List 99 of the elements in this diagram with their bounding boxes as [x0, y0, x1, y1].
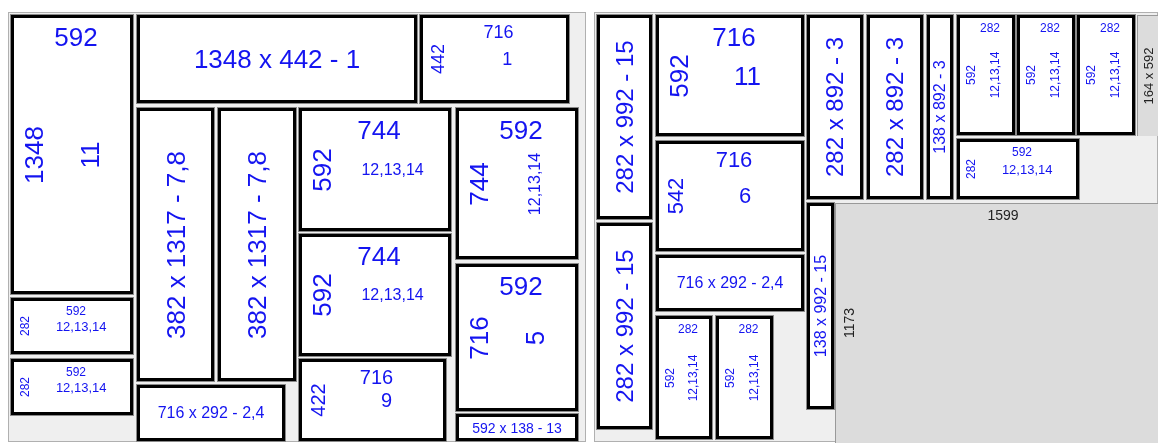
sheet	[594, 12, 1158, 442]
dimension-label: 592	[308, 147, 335, 192]
dimension-label: 592	[499, 272, 543, 299]
dimension-label: 1348	[20, 125, 47, 184]
piece-label: 716 x 292 - 2,4	[157, 405, 265, 421]
piece-label: 282 x 992 - 15	[612, 40, 637, 194]
panel-piece	[137, 385, 285, 441]
panel-piece	[927, 15, 953, 199]
dimension-label: 282	[738, 323, 759, 336]
part-number: 12,13,14	[55, 319, 107, 333]
part-number: 12,13,14	[687, 354, 700, 401]
panel-piece	[656, 15, 804, 136]
dimension-label: 592	[66, 305, 86, 318]
panel-piece	[597, 223, 652, 429]
panel-piece	[957, 139, 1079, 199]
part-number: 12,13,14	[1109, 51, 1122, 99]
panel-piece	[807, 203, 834, 409]
dimension-label: 592	[724, 367, 737, 388]
panel-piece	[656, 141, 804, 251]
part-number: 12,13,14	[989, 51, 1002, 99]
panel-piece	[218, 108, 296, 381]
part-number: 1	[502, 50, 513, 68]
dimension-label: 744	[465, 161, 492, 206]
dimension-label: 592	[66, 366, 86, 379]
panel-piece	[456, 414, 578, 441]
part-number: 12,13,14	[361, 161, 424, 178]
sheet	[8, 12, 586, 442]
piece-label: 282 x 892 - 3	[883, 36, 907, 178]
dimension-label: 592	[664, 367, 677, 388]
piece-label: 592 x 138 - 13	[472, 420, 562, 435]
piece-label: 1348 x 442 - 1	[193, 46, 361, 72]
part-number: 12,13,14	[1049, 51, 1062, 99]
part-number: 12,13,14	[747, 354, 760, 401]
part-number: 11	[734, 62, 762, 89]
dimension-label: 542	[665, 177, 688, 215]
panel-piece	[299, 108, 451, 231]
part-number: 6	[739, 185, 752, 207]
panel-piece	[597, 15, 652, 219]
part-number: 12,13,14	[1001, 162, 1053, 176]
panel-piece	[867, 15, 923, 199]
panel-piece	[957, 15, 1015, 135]
dimension-label: 716	[483, 22, 514, 41]
part-number: 12,13,14	[361, 287, 424, 303]
part-number: 12,13,14	[55, 380, 107, 394]
piece-label: 282 x 992 - 15	[612, 249, 637, 403]
dimension-label: 442	[428, 44, 447, 74]
panel-piece	[656, 316, 712, 439]
dimension-label: 282	[19, 316, 32, 336]
dimension-label: 592	[499, 116, 543, 143]
dimension-label: 716	[715, 149, 753, 172]
panel-piece	[807, 15, 863, 199]
piece-label: 138 x 892 - 3	[932, 60, 948, 154]
part-number: 5	[521, 330, 548, 345]
dimension-label: 592	[308, 273, 335, 317]
panel-piece	[656, 255, 804, 311]
panel-piece	[420, 15, 569, 103]
panel-piece	[456, 264, 578, 411]
dimension-label: 592	[54, 23, 98, 50]
dimension-label: 744	[357, 116, 401, 143]
panel-piece	[716, 316, 773, 439]
part-number: 9	[380, 390, 393, 410]
piece-label: 282 x 892 - 3	[823, 36, 847, 178]
dimension-label: 282	[1040, 22, 1060, 35]
dimension-label: 592	[1025, 65, 1038, 85]
panel-piece	[1077, 15, 1135, 135]
dimension-label: 592	[665, 53, 692, 98]
dimension-label: 282	[1100, 22, 1120, 35]
piece-label: 382 x 1317 - 7,8	[244, 150, 270, 339]
dimension-label: 1599	[987, 208, 1019, 223]
panel-piece	[137, 108, 214, 381]
dimension-label: 282	[19, 377, 32, 397]
panel-piece	[11, 298, 133, 354]
dimension-label: 282	[980, 22, 1000, 35]
panel-piece	[1017, 15, 1075, 135]
dimension-label: 422	[308, 383, 328, 417]
panel-piece	[11, 15, 133, 294]
part-number: 12,13,14	[526, 152, 543, 215]
offcut-area	[1137, 15, 1158, 136]
dimension-label: 716	[359, 367, 394, 387]
dimension-label: 1173	[842, 307, 857, 339]
panel-piece	[456, 108, 578, 259]
dimension-label: 592	[965, 65, 978, 85]
panel-piece	[11, 359, 133, 415]
piece-label: 164 x 592	[1141, 46, 1155, 105]
dimension-label: 282	[678, 323, 698, 336]
dimension-label: 716	[712, 23, 756, 50]
dimension-label: 592	[1012, 146, 1032, 159]
dimension-label: 592	[1085, 65, 1098, 85]
panel-piece	[299, 234, 451, 356]
piece-label: 138 x 992 - 15	[812, 254, 829, 358]
offcut-area	[835, 203, 1158, 443]
piece-label: 716 x 292 - 2,4	[676, 275, 784, 291]
piece-label: 382 x 1317 - 7,8	[162, 150, 189, 339]
part-number: 11	[76, 141, 103, 168]
dimension-label: 282	[965, 159, 978, 179]
panel-piece	[137, 15, 417, 103]
dimension-label: 744	[357, 242, 401, 269]
panel-piece	[299, 359, 446, 441]
dimension-label: 716	[465, 315, 492, 360]
